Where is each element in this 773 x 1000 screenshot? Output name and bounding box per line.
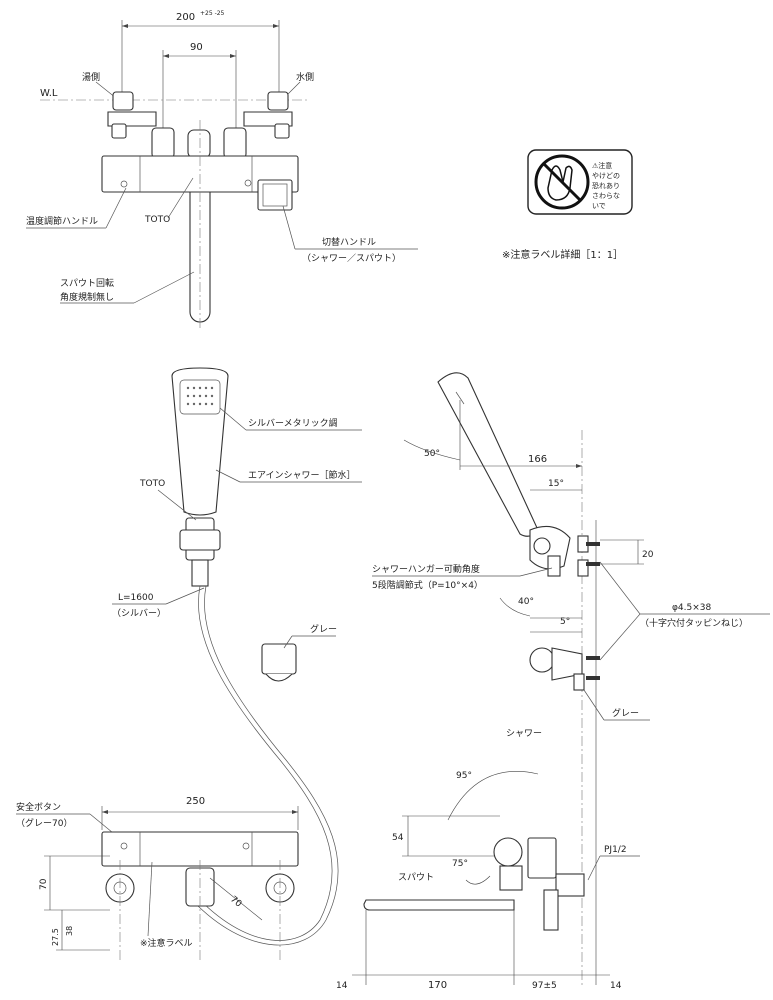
screw-spec: φ4.5×38 bbox=[672, 603, 712, 613]
dim-97: 97±5 bbox=[532, 981, 557, 991]
wl-label: W.L bbox=[40, 88, 58, 99]
caution-label-ref: ※注意ラベル bbox=[140, 937, 193, 949]
holder-color-label: グレー bbox=[310, 623, 337, 635]
angle-75: 75° bbox=[452, 859, 468, 869]
dim-90: 90 bbox=[190, 42, 203, 53]
brand-head: TOTO bbox=[139, 479, 165, 489]
safety-button-sub: （グレー70） bbox=[16, 817, 72, 829]
caution-text-5: いで bbox=[592, 202, 606, 210]
hose-length-label: L=1600 bbox=[118, 593, 154, 603]
spout-rotation-sub: 角度規制無し bbox=[60, 291, 114, 303]
angle-15: 15° bbox=[548, 479, 564, 489]
dim-54: 54 bbox=[392, 833, 404, 843]
dim-166: 166 bbox=[528, 454, 547, 465]
pipe-spec: PJ1/2 bbox=[604, 845, 627, 855]
angle-5: 5° bbox=[560, 617, 570, 627]
hot-side-label: 湯側 bbox=[82, 71, 100, 83]
shower-head-view: シルバーメタリック調 エアインシャワー［節水］ TOTO L=1600 （シルバ… bbox=[112, 367, 362, 946]
cold-side-label: 水側 bbox=[296, 71, 314, 83]
spray-face-dots-icon bbox=[186, 386, 214, 406]
caution-text-1: ⚠注意 bbox=[592, 161, 612, 170]
gray-label: グレー bbox=[612, 707, 639, 719]
spout-rotation-label: スパウト回転 bbox=[60, 278, 114, 289]
hanger-sub: 5段階調節式（P=10°×4） bbox=[372, 579, 483, 591]
dim-170: 170 bbox=[428, 980, 447, 991]
finish-label: シルバーメタリック調 bbox=[248, 417, 338, 429]
brand-top: TOTO bbox=[144, 215, 170, 225]
dim-38: 38 bbox=[65, 926, 74, 936]
angle-50: 50° bbox=[424, 449, 440, 459]
dim-70-diagonal: 70 bbox=[228, 895, 243, 910]
spout-label: スパウト bbox=[398, 872, 434, 883]
hose-color-label: （シルバー） bbox=[112, 608, 166, 619]
side-view: 50° 166 15° 20 シャワーハンガー可動角度 5段階調節式（P=10°… bbox=[336, 372, 770, 991]
caution-detail-caption: ※注意ラベル詳細［1：1］ bbox=[502, 248, 623, 261]
dim-70-vertical: 70 bbox=[39, 878, 49, 890]
angle-95: 95° bbox=[456, 771, 472, 781]
temp-handle-label: 温度調節ハンドル bbox=[26, 215, 98, 227]
top-view: 200 +25 -25 90 W.L 湯側 水側 bbox=[26, 10, 418, 330]
safety-button-label: 安全ボタン bbox=[16, 801, 61, 813]
caution-label: ⚠注意 やけどの 恐れあり さわらな いで ※注意ラベル詳細［1：1］ bbox=[502, 149, 633, 261]
shower-type-label: エアインシャワー［節水］ bbox=[248, 469, 356, 481]
dim-27-5: 27.5 bbox=[51, 928, 60, 946]
dim-20: 20 bbox=[642, 550, 654, 560]
hanger-label: シャワーハンガー可動角度 bbox=[372, 563, 480, 575]
switch-handle-label: 切替ハンドル bbox=[322, 236, 376, 248]
switch-handle-sub: （シャワー／スパウト） bbox=[302, 253, 401, 264]
caution-text-2: やけどの bbox=[592, 172, 620, 180]
front-view: 250 安全ボタン （グレー70） 70 27.5 38 70 ※注意ラベル bbox=[16, 796, 299, 960]
caution-text-4: さわらな bbox=[592, 192, 620, 200]
dim-200-tol: +25 -25 bbox=[200, 10, 225, 17]
dim-200: 200 bbox=[176, 12, 195, 23]
caution-text-3: 恐れあり bbox=[592, 182, 620, 190]
screw-sub: （十字穴付タッピンねじ） bbox=[640, 617, 748, 629]
dim-14a: 14 bbox=[336, 981, 348, 991]
shower-label: シャワー bbox=[506, 729, 542, 739]
angle-40: 40° bbox=[518, 597, 534, 607]
dim-250: 250 bbox=[186, 796, 205, 807]
dim-14b: 14 bbox=[610, 981, 622, 991]
